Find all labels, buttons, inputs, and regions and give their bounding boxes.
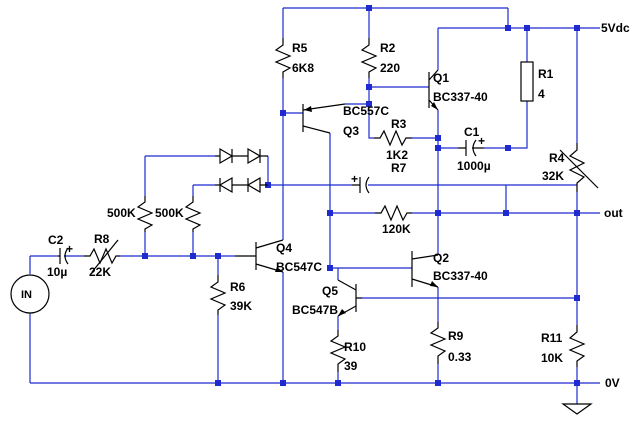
r11-value: 10K <box>541 351 563 365</box>
r4-value: 32K <box>542 169 564 183</box>
capacitor-c1: + <box>458 134 485 157</box>
resistor-r8 <box>84 239 120 273</box>
r7-name: R7 <box>391 161 407 175</box>
q4-value: BC547C <box>276 260 322 274</box>
q4-name: Q4 <box>276 241 292 255</box>
resistor-r6 <box>209 275 227 315</box>
c2-value: 10µ <box>47 265 67 279</box>
r3-name: R3 <box>391 117 407 131</box>
q5-name: Q5 <box>322 284 338 298</box>
r10-name: R10 <box>344 340 366 354</box>
wires <box>29 7 600 404</box>
r2-value: 220 <box>380 61 400 75</box>
ground-label: 0V <box>605 376 620 390</box>
transistor-q1 <box>428 69 439 111</box>
transistor-q3 <box>302 103 346 134</box>
r11-name: R11 <box>541 331 563 345</box>
resistor-r3 <box>374 129 412 147</box>
transistor-q2 <box>411 251 439 288</box>
r6-value: 39K <box>230 299 252 313</box>
r2-name: R2 <box>380 41 396 55</box>
r9-name: R9 <box>448 329 464 343</box>
r8-name: R8 <box>94 232 110 246</box>
r4-name: R4 <box>549 151 565 165</box>
r3-value: 1K2 <box>386 148 408 162</box>
diode-bottom-1 <box>215 176 245 194</box>
r5-name: R5 <box>292 41 308 55</box>
transistor-q5 <box>337 279 362 317</box>
source-label: IN <box>21 289 32 301</box>
c1-value: 1000µ <box>457 159 491 173</box>
r6-name: R6 <box>230 280 246 294</box>
output-label: out <box>604 206 623 220</box>
r14-value: 120K <box>382 222 411 236</box>
diode-top-1 <box>215 147 245 165</box>
r9-value: 0.33 <box>448 350 472 364</box>
svg-text:+: + <box>478 134 485 148</box>
supply-label: 5Vdc <box>601 21 630 35</box>
r1-value: 4 <box>538 87 545 101</box>
svg-text:+: + <box>66 242 73 256</box>
c2-name: C2 <box>48 233 64 247</box>
q2-value: BC337-40 <box>433 269 488 283</box>
q1-value: BC337-40 <box>433 90 488 104</box>
q2-name: Q2 <box>433 251 449 265</box>
transistor-q4 <box>235 239 284 273</box>
capacitor-feedback: + <box>351 172 370 194</box>
r8-value: 22K <box>89 265 111 279</box>
q3-value: BC557C <box>343 104 389 118</box>
input-source: IN <box>10 274 50 314</box>
resistor-r5 <box>274 38 292 78</box>
ground-symbol <box>561 403 593 415</box>
resistor-r1 <box>520 61 534 102</box>
q5-value: BC547B <box>292 303 338 317</box>
r13-value: 500K <box>155 206 184 220</box>
resistor-r11 <box>568 325 586 367</box>
r10-value: 39 <box>344 359 358 373</box>
resistor-r9 <box>429 322 447 364</box>
resistor-500k-a <box>136 196 154 232</box>
diode-bottom-2 <box>245 176 268 194</box>
c1-name: C1 <box>464 125 480 139</box>
resistor-r14 <box>375 204 412 222</box>
q1-name: Q1 <box>433 71 449 85</box>
labels: 5Vdc 0V out R5 6K8 R2 220 R1 4 Q1 BC337-… <box>47 21 630 390</box>
svg-text:+: + <box>351 172 358 186</box>
resistor-r2 <box>360 38 378 78</box>
q3-name: Q3 <box>343 124 359 138</box>
resistor-r10 <box>329 330 347 372</box>
capacitor-c2: + <box>58 242 73 265</box>
diode-top-2 <box>245 147 268 165</box>
r5-value: 6K8 <box>292 61 314 75</box>
r12-value: 500K <box>107 206 136 220</box>
resistor-500k-b <box>184 196 202 232</box>
r1-name: R1 <box>538 67 554 81</box>
resistor-r4 <box>559 143 599 192</box>
